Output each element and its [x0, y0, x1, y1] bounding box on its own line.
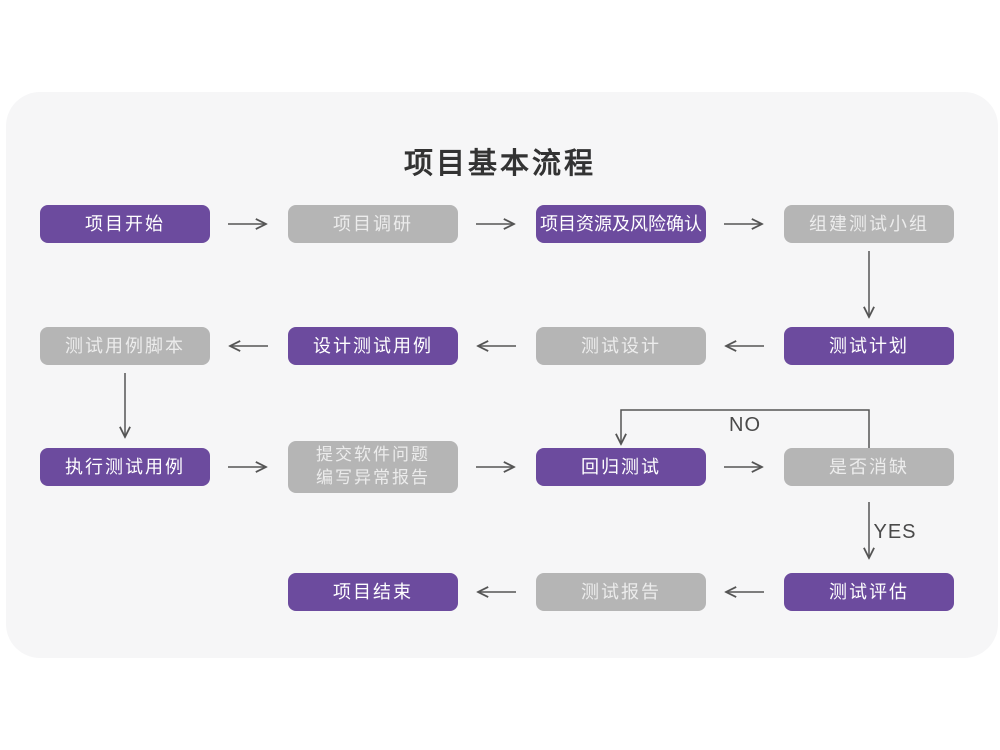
yes-label: YES	[873, 521, 917, 543]
no-label: NO	[729, 414, 761, 436]
node-label: 测试用例脚本	[65, 335, 185, 356]
node-execute-test-cases: 执行测试用例	[40, 448, 210, 486]
node-test-case-script: 测试用例脚本	[40, 327, 210, 365]
node-test-design: 测试设计	[536, 327, 706, 365]
node-submit-issue-report: 提交软件问题 编写异常报告	[288, 441, 458, 493]
node-label: 测试评估	[829, 581, 909, 602]
page-title: 项目基本流程	[403, 148, 596, 180]
node-label: 设计测试用例	[313, 335, 433, 356]
node-resource-risk-confirm: 项目资源及风险确认	[536, 205, 706, 243]
node-project-research: 项目调研	[288, 205, 458, 243]
node-design-test-cases: 设计测试用例	[288, 327, 458, 365]
node-label: 测试设计	[581, 335, 661, 356]
node-label: 测试计划	[829, 335, 909, 356]
node-test-report: 测试报告	[536, 573, 706, 611]
node-project-end: 项目结束	[288, 573, 458, 611]
node-test-evaluation: 测试评估	[784, 573, 954, 611]
node-label: 项目资源及风险确认	[540, 213, 702, 234]
node-label: 执行测试用例	[65, 456, 185, 477]
node-label-line2: 编写异常报告	[316, 468, 430, 487]
node-label: 测试报告	[581, 581, 661, 602]
node-regression-test: 回归测试	[536, 448, 706, 486]
node-project-start: 项目开始	[40, 205, 210, 243]
node-label: 是否消缺	[829, 456, 909, 477]
node-label: 项目结束	[333, 581, 413, 602]
node-label: 回归测试	[581, 456, 661, 477]
node-build-test-team: 组建测试小组	[784, 205, 954, 243]
node-label: 项目开始	[85, 213, 165, 234]
node-label: 组建测试小组	[809, 213, 929, 234]
node-test-plan: 测试计划	[784, 327, 954, 365]
node-label-line1: 提交软件问题	[316, 445, 430, 465]
flowchart-card	[6, 92, 998, 658]
node-defect-resolved: 是否消缺	[784, 448, 954, 486]
node-label: 项目调研	[333, 213, 413, 234]
